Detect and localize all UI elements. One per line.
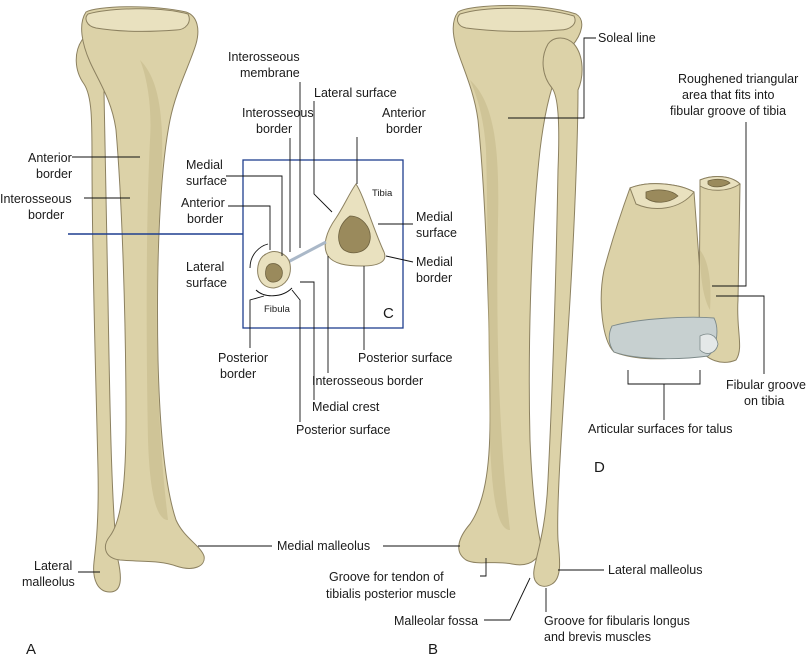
leader-medial-border-tibia [385,255,414,263]
label-medial-crest: Medial crest [312,400,380,414]
tibia-medullary-cavity [338,215,371,254]
label-lateral-malleolus-a-1: Lateral [34,559,72,573]
label-roughened-area-1: Roughened triangular [678,72,798,86]
label-interosseous-border-a-2: border [28,208,64,222]
fibula-anterior [75,33,121,593]
label-lateral-surface-tibia: Lateral surface [314,86,397,100]
label-lateral-malleolus-a-2: malleolus [22,575,75,589]
label-fibular-groove-1: Fibular groove [726,378,806,392]
leader-medial-surface-fibula [226,175,283,256]
leader-posterior-surface-fibula [291,289,301,422]
label-articular-surfaces: Articular surfaces for talus [588,422,733,436]
label-groove-tibialis-2: tibialis posterior muscle [326,587,456,601]
inset-c: Tibia Fibula C [242,159,404,329]
label-medial-surface-fibula-1: Medial [186,158,223,172]
label-medial-border-tibia-1: Medial [416,255,453,269]
talar-articular-surface [608,316,718,360]
panel-b-labels: Soleal line Medial malleolus Groove for … [198,31,703,658]
label-posterior-surface-tibia: Posterior surface [358,351,453,365]
label-anterior-border-fibula-1: Anterior [181,196,225,210]
label-anterior-border-a-1: Anterior [28,151,72,165]
label-medial-surface-tibia-1: Medial [416,210,453,224]
leader-lateral-surface-tibia [313,101,333,213]
fibula-posterior-outline [255,287,293,297]
fibula-medullary-cavity [265,263,283,283]
leader-fibular-groove [716,295,765,374]
label-posterior-surface-fibula: Posterior surface [296,423,391,437]
panel-a-illustration [75,6,205,593]
fibular-articular-facet [699,333,719,354]
label-interosseous-membrane-2: membrane [240,66,300,80]
inset-frame [242,159,404,329]
tibia-distal-cavity [645,189,679,203]
label-fibular-groove-2: on tibia [744,394,784,408]
label-medial-malleolus: Medial malleolus [277,539,370,553]
roughened-area-shading [700,250,711,310]
fibula-distal-cavity [707,178,731,188]
inset-c-labels: Interosseous membrane Lateral surface An… [181,50,457,437]
leader-malleolar-fossa [484,577,531,621]
label-medial-surface-tibia-2: surface [416,226,457,240]
bracket-articular-surfaces [627,370,701,385]
label-posterior-border-fibula-1: Posterior [218,351,268,365]
tibia-plateau [85,8,190,32]
tibia-shading [140,60,168,520]
leader-posterior-border-fibula [249,295,265,348]
label-posterior-border-fibula-2: border [220,367,256,381]
label-lateral-surface-fibula-2: surface [186,276,227,290]
leader-medial-crest [300,281,315,400]
panel-a-labels: Anterior border Interosseous border Late… [0,151,140,658]
label-soleal-line: Soleal line [598,31,656,45]
label-anterior-border-a-2: border [36,167,72,181]
panel-letter-c: C [383,305,394,322]
leader-soleal-line [508,37,596,119]
panel-letter-a: A [26,641,36,658]
panel-letter-d: D [594,459,605,476]
fibula-posterior [533,37,583,587]
label-medial-surface-fibula-2: surface [186,174,227,188]
label-groove-tibialis-1: Groove for tendon of [329,570,444,584]
label-interosseous-membrane-1: Interosseous [228,50,300,64]
tag-fibula: Fibula [264,304,291,315]
leader-anterior-border-fibula [228,205,271,250]
label-anterior-border-fibula-2: border [187,212,223,226]
panel-d-labels: Roughened triangular area that fits into… [588,72,806,476]
tibia-posterior-shading [470,80,510,530]
label-anterior-border-tibia-1: Anterior [382,106,426,120]
label-interosseous-border-bottom: Interosseous border [312,374,423,388]
leader-groove-tibialis [480,558,487,577]
panel-d-illustration [600,176,741,363]
label-malleolar-fossa: Malleolar fossa [394,614,478,628]
fibula-surface-outline [249,243,269,269]
label-lateral-surface-fibula-1: Lateral [186,260,224,274]
interosseous-membrane [287,240,327,264]
label-lateral-malleolus-b: Lateral malleolus [608,563,703,577]
label-medial-border-tibia-2: border [416,271,452,285]
tibia-posterior-plateau [457,7,576,32]
label-roughened-area-2: area that fits into [682,88,774,102]
label-anterior-border-tibia-2: border [386,122,422,136]
label-groove-fibularis-2: and brevis muscles [544,630,651,644]
panel-letter-b: B [428,641,438,658]
panel-b-illustration [452,5,583,587]
leader-roughened-area [712,122,747,287]
label-interosseous-border-top-2: border [256,122,292,136]
label-interosseous-border-a-1: Interosseous [0,192,72,206]
tag-tibia: Tibia [372,188,393,199]
label-interosseous-border-top-1: Interosseous [242,106,314,120]
label-groove-fibularis-1: Groove for fibularis longus [544,614,690,628]
label-roughened-area-3: fibular groove of tibia [670,104,786,118]
